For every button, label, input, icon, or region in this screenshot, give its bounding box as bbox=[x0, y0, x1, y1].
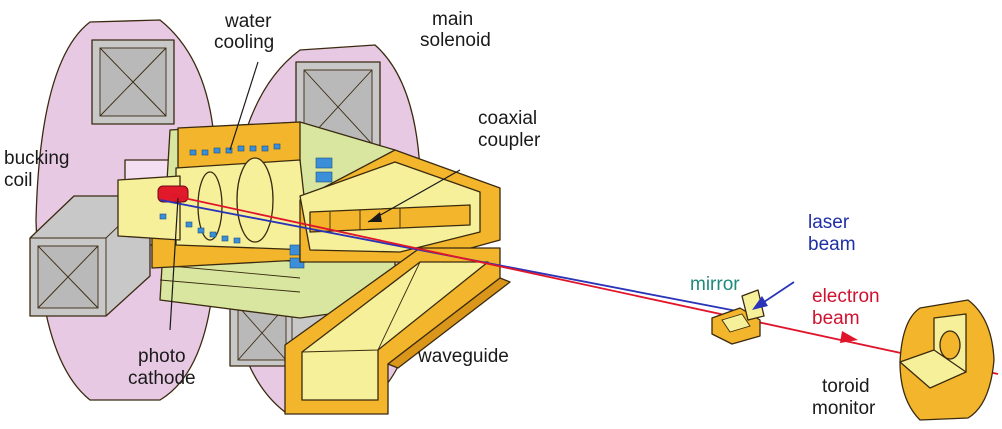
beams bbox=[159, 194, 999, 375]
label-photo-cathode-line2: cathode bbox=[128, 368, 196, 389]
rf-gun-body bbox=[117, 121, 396, 319]
coaxial-coupler bbox=[299, 149, 501, 263]
toroid-monitor bbox=[899, 299, 995, 421]
label-laser-beam-line2: beam bbox=[808, 234, 856, 255]
labels: water cooling main solenoid coaxial coup… bbox=[4, 9, 880, 419]
waveguide bbox=[284, 247, 511, 415]
label-toroid-monitor-line2: monitor bbox=[812, 398, 876, 419]
mirror-post bbox=[741, 289, 765, 321]
laser-beam-arrow bbox=[752, 296, 768, 310]
label-water-cooling-line1: water bbox=[224, 11, 272, 32]
label-coaxial-coupler-line1: coaxial bbox=[478, 108, 537, 129]
label-bucking-coil-line2: coil bbox=[4, 170, 33, 191]
electron-beam-line bbox=[169, 194, 999, 375]
label-waveguide: waveguide bbox=[417, 346, 509, 367]
electron-beam-arrow bbox=[840, 331, 858, 343]
water-cooling-channels bbox=[159, 143, 333, 269]
label-electron-beam-line1: electron bbox=[812, 286, 880, 307]
label-photo-cathode-line1: photo bbox=[138, 346, 186, 367]
label-water-cooling-line2: cooling bbox=[214, 32, 274, 53]
label-laser-beam-line1: laser bbox=[808, 212, 850, 233]
label-electron-beam-line2: beam bbox=[812, 308, 860, 329]
label-main-solenoid-line1: main bbox=[432, 9, 473, 30]
leader-lines bbox=[169, 61, 461, 331]
label-coaxial-coupler-line2: coupler bbox=[478, 130, 541, 151]
label-mirror: mirror bbox=[690, 274, 740, 295]
label-main-solenoid-line2: solenoid bbox=[420, 30, 491, 51]
label-bucking-coil-line1: bucking bbox=[4, 148, 70, 169]
mirror-assembly bbox=[711, 281, 795, 345]
label-toroid-monitor-line1: toroid bbox=[822, 376, 870, 397]
